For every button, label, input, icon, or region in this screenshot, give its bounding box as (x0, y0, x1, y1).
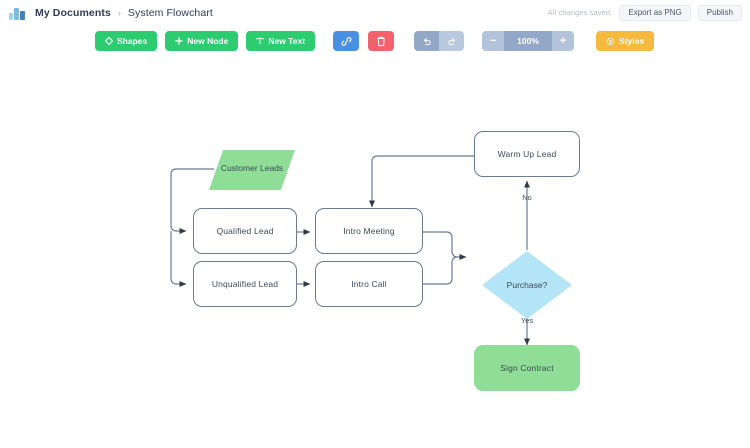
delete-button[interactable] (368, 31, 395, 51)
node-qualified-lead[interactable]: Qualified Lead (193, 208, 297, 254)
undo-arrow-icon (422, 36, 432, 46)
new-text-button-label: New Text (268, 35, 306, 46)
diamond-icon (105, 37, 113, 45)
connector-layer (170, 150, 572, 346)
save-status-text: All changes saved. (547, 8, 613, 17)
export-png-button[interactable]: Export as PNG (619, 4, 691, 21)
zoom-controls: − 100% + (482, 31, 575, 51)
redo-button[interactable] (439, 31, 465, 51)
trash-icon (376, 36, 386, 47)
chevron-right-icon: › (117, 7, 121, 18)
styles-button[interactable]: Styles (596, 31, 655, 51)
link-button[interactable] (333, 31, 360, 51)
zoom-in-button[interactable]: + (552, 31, 575, 51)
editor-toolbar: Shapes New Node New Text (0, 25, 750, 58)
redo-arrow-icon (447, 36, 457, 46)
edge-label-no: No (522, 193, 532, 202)
edge-label-yes: Yes (520, 316, 534, 325)
history-controls (414, 31, 465, 51)
node-purchase-label[interactable]: Purchase? (506, 280, 548, 290)
undo-button[interactable] (414, 31, 440, 51)
bars-logo-icon (9, 6, 26, 20)
node-customer-leads-label[interactable]: Customer Leads (220, 163, 284, 173)
link-icon (341, 36, 352, 47)
styles-button-label: Styles (619, 35, 645, 46)
breadcrumb: My Documents › System Flowchart (35, 7, 213, 19)
node-warm-up-lead[interactable]: Warm Up Lead (474, 131, 580, 177)
zoom-level-display[interactable]: 100% (504, 31, 553, 51)
zoom-out-button[interactable]: − (482, 31, 505, 51)
node-sign-contract[interactable]: Sign Contract (474, 345, 580, 391)
shapes-button-label: Shapes (117, 35, 148, 46)
diagram-canvas[interactable]: Customer Leads Qualified Lead Unqualifie… (0, 57, 750, 448)
node-intro-call[interactable]: Intro Call (315, 261, 423, 307)
shapes-button[interactable]: Shapes (95, 31, 158, 51)
new-node-button-label: New Node (187, 35, 229, 46)
node-intro-meeting[interactable]: Intro Meeting (315, 208, 423, 254)
app-header: My Documents › System Flowchart All chan… (0, 0, 750, 26)
publish-button[interactable]: Publish (697, 4, 742, 21)
gear-icon (606, 37, 615, 46)
new-node-button[interactable]: New Node (165, 31, 239, 51)
text-t-icon (256, 37, 264, 45)
header-actions: All changes saved. Export as PNG Publish (548, 0, 742, 25)
node-purchase-shape (482, 251, 572, 319)
node-customer-leads-shape (209, 150, 295, 190)
plus-icon (175, 37, 184, 45)
node-unqualified-lead[interactable]: Unqualified Lead (193, 261, 297, 307)
new-text-button[interactable]: New Text (246, 31, 316, 51)
breadcrumb-root[interactable]: My Documents (35, 6, 111, 19)
breadcrumb-current[interactable]: System Flowchart (127, 6, 213, 19)
